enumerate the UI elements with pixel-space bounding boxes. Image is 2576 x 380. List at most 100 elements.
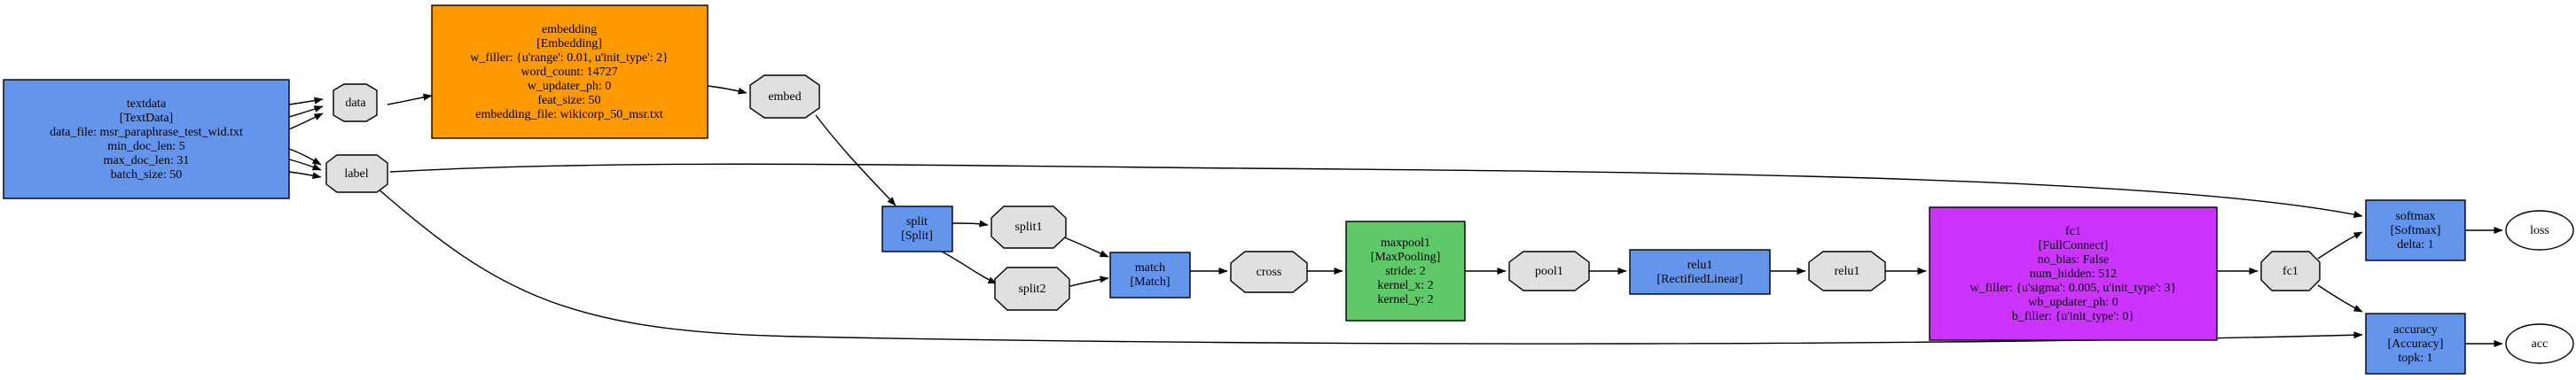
label-octagon [325, 154, 388, 193]
split1-text-line: split1 [1014, 221, 1042, 234]
edge-textdata-data [288, 97, 324, 105]
split-node[interactable]: split[Split] [881, 206, 953, 252]
softmax-box [2365, 199, 2466, 261]
accuracy-text-line: topk: 1 [2398, 352, 2432, 365]
textdata-label: textdata[TextData]data_file: msr_paraphr… [50, 97, 243, 182]
label-label: label [344, 167, 368, 181]
softmax-node[interactable]: softmax[Softmax]delta: 1 [2365, 199, 2466, 261]
match-label: match[Match] [1130, 261, 1170, 289]
split1-label: split1 [1014, 221, 1042, 234]
embedding-text-line: feat_size: 50 [537, 94, 600, 107]
edges [288, 85, 2503, 347]
cross-blob[interactable]: cross [1230, 251, 1308, 293]
embedding-label: embedding[Embedding]w_filler: {u'range':… [470, 23, 668, 121]
label-blob[interactable]: label [325, 154, 388, 193]
acc-ellipse [2505, 323, 2574, 364]
edge-split-split2 [941, 251, 998, 284]
fc1-layer-text-line: no_bias: False [2038, 253, 2110, 267]
textdata-text-line: max_doc_len: 31 [104, 154, 190, 167]
edge-embed-split [815, 114, 897, 206]
embed-label: embed [768, 90, 801, 104]
relu1-octagon [1808, 251, 1886, 291]
match-box [1109, 252, 1191, 299]
fc1-layer-text-line: wb_updater_ph: 0 [2028, 296, 2118, 309]
relu1-node[interactable]: relu1[RectifiedLinear] [1629, 249, 1771, 295]
fc1-blob-text-line: fc1 [2282, 265, 2298, 278]
accuracy-box [2365, 313, 2466, 375]
cross-octagon [1230, 251, 1308, 293]
relu1-blob-label: relu1 [1835, 265, 1860, 278]
edge-split1-match [1063, 237, 1109, 258]
data-label: data [345, 97, 366, 110]
pool1-label: pool1 [1535, 265, 1563, 278]
acc-output[interactable]: acc [2505, 323, 2574, 364]
softmax-text-line: softmax [2395, 210, 2435, 223]
fc1-layer-text-line: [FullConnect] [2039, 239, 2109, 252]
data-text-line: data [345, 97, 366, 110]
split-text-line: [Split] [901, 229, 933, 243]
textdata-text-line: data_file: msr_paraphrase_test_wid.txt [50, 126, 243, 139]
edge-embedding-embed [707, 85, 748, 95]
textdata-node[interactable]: textdata[TextData]data_file: msr_paraphr… [3, 79, 290, 199]
embed-blob[interactable]: embed [749, 74, 820, 119]
relu1-box [1629, 249, 1771, 295]
split-box [881, 206, 953, 252]
maxpool1-text-line: kernel_x: 2 [1377, 279, 1433, 292]
loss-label: loss [2530, 224, 2549, 237]
data-blob[interactable]: data [333, 83, 378, 122]
loss-ellipse [2505, 210, 2574, 251]
split2-blob[interactable]: split2 [994, 267, 1070, 311]
pool1-octagon [1508, 251, 1590, 291]
nodes: textdata[TextData]data_file: msr_paraphr… [3, 4, 2574, 375]
fc1-blob-label: fc1 [2282, 265, 2298, 278]
embed-octagon [749, 74, 820, 119]
fc1-layer-text-line: b_filler: {u'init_type': 0} [2012, 310, 2134, 323]
data-octagon [333, 83, 378, 122]
accuracy-label: accuracy[Accuracy]topk: 1 [2388, 323, 2444, 365]
edge-label-softmax [389, 163, 2363, 219]
embedding-text-line: embedding_file: wikicorp_50_msr.txt [475, 108, 663, 121]
edge-data-embedding [387, 93, 433, 105]
embedding-text-line: embedding [542, 23, 597, 36]
embed-text-line: embed [768, 90, 801, 104]
edge-fc1blob-accuracy [2317, 284, 2363, 313]
fc1-layer-text-line: fc1 [2065, 225, 2081, 238]
edge-textdata-label [288, 148, 322, 166]
match-text-line: [Match] [1130, 275, 1170, 289]
edge-label-accuracy [376, 187, 2363, 345]
fc1-layer-text-line: num_hidden: 512 [2030, 268, 2117, 281]
fc1-blob[interactable]: fc1 [2260, 251, 2321, 291]
relu1-blob[interactable]: relu1 [1808, 251, 1886, 291]
fc1-layer-text-line: w_filler: {u'sigma': 0.005, u'init_type'… [1970, 282, 2177, 295]
split2-label: split2 [1018, 283, 1045, 296]
cross-label: cross [1257, 266, 1282, 279]
accuracy-node[interactable]: accuracy[Accuracy]topk: 1 [2365, 313, 2466, 375]
textdata-box [3, 79, 290, 199]
edge-fc1blob-softmax [2317, 231, 2363, 260]
maxpool1-text-line: stride: 2 [1385, 265, 1426, 278]
embedding-box [431, 4, 709, 139]
split-text-line: split [906, 215, 928, 229]
embedding-node[interactable]: embedding[Embedding]w_filler: {u'range':… [431, 4, 709, 139]
loss-text-line: loss [2530, 224, 2549, 237]
split1-blob[interactable]: split1 [990, 206, 1067, 249]
fc1-octagon [2260, 251, 2321, 291]
label-text-line: label [344, 167, 368, 181]
maxpool1-text-line: maxpool1 [1381, 237, 1430, 250]
softmax-text-line: delta: 1 [2397, 238, 2434, 252]
acc-text-line: acc [2532, 337, 2549, 351]
cross-text-line: cross [1257, 266, 1282, 279]
match-node[interactable]: match[Match] [1109, 252, 1191, 299]
textdata-text-line: min_doc_len: 5 [107, 140, 185, 153]
pool1-blob[interactable]: pool1 [1508, 251, 1590, 291]
edge-textdata-label [288, 171, 322, 180]
loss-output[interactable]: loss [2505, 210, 2574, 251]
relu1-layer-text-line: [RectifiedLinear] [1656, 273, 1742, 286]
split2-octagon [994, 267, 1070, 311]
accuracy-text-line: accuracy [2393, 323, 2438, 337]
edge-textdata-data [288, 112, 324, 130]
